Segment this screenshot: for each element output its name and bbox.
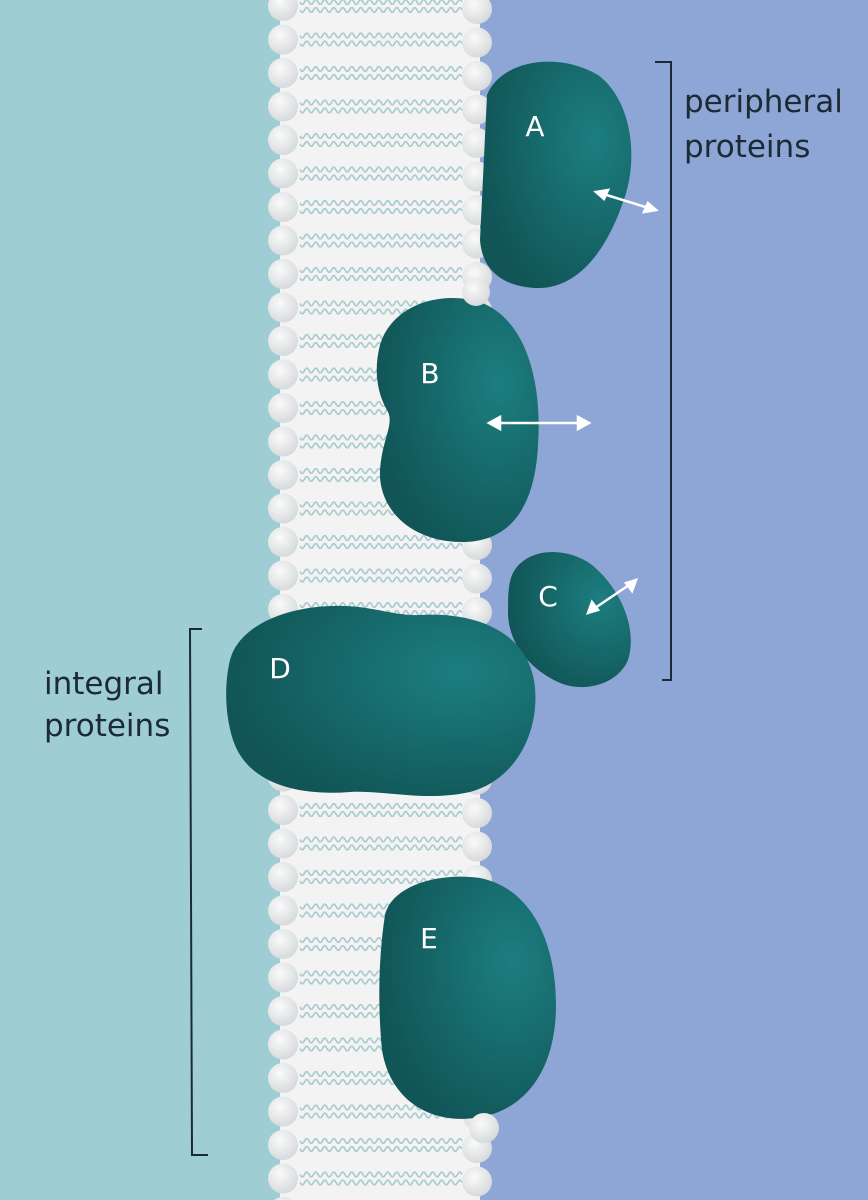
lipid-tail [299,1171,463,1178]
phospholipid-head [268,1163,298,1194]
phospholipid-head [462,831,492,862]
peripheral-label-line1: peripheral [684,84,843,120]
phospholipid-head [268,225,298,256]
arrow-c-icon [585,578,639,615]
phospholipid-head [462,278,490,306]
phospholipid-head [268,0,298,21]
phospholipid-head [268,125,298,155]
lipid-tail [299,241,463,248]
lipid-tail [299,65,463,73]
phospholipid-head [268,560,298,591]
lipid-tail [299,601,463,609]
phospholipid-head [268,91,298,122]
phospholipid-head [462,1166,492,1197]
lipid-tail [299,802,463,810]
phospholipid-head [268,996,298,1026]
lipid-tail [299,810,463,818]
phospholipid-head [268,929,298,959]
phospholipid-head [268,828,298,859]
lipid-tail [299,140,463,148]
lipid-tail [299,199,463,207]
phospholipid-head [268,493,298,524]
arrow-a-icon [593,188,659,214]
phospholipid-head [268,527,298,557]
protein-c [508,552,631,688]
lipid-tail [299,132,463,140]
protein-e-label: E [420,922,438,955]
lipid-tail [299,869,463,877]
phospholipid-head [469,1113,499,1143]
lipid-tail [299,166,463,173]
lipid-tail [299,40,463,47]
phospholipid-head [462,798,492,828]
arrow-b-icon [486,414,592,432]
lipid-tail [299,1179,463,1186]
lipid-tail [299,73,463,81]
phospholipid-head [268,1096,298,1127]
phospholipid-head [268,895,298,926]
phospholipid-head [268,862,298,892]
phospholipid-head [268,359,298,390]
protein-b [376,297,539,542]
protein-d [226,605,536,797]
lipid-tail [299,542,463,550]
phospholipid-head [462,27,492,58]
lipid-tail [299,576,463,583]
phospholipid-head [268,426,298,457]
phospholipid-head [462,0,492,24]
protein-c-label: C [538,580,558,613]
protein-b-label: B [420,357,439,390]
lipid-tail [299,6,463,14]
phospholipid-head [268,393,298,423]
phospholipid-head [268,292,298,323]
phospholipid-head [268,326,298,356]
lipid-tail [299,266,463,274]
protein-a-label: A [525,110,544,143]
extracellular-region [0,0,290,1200]
lipid-tail [299,568,463,575]
protein-e [379,876,556,1119]
peripheral-label-line2: proteins [684,129,810,165]
lipid-tail [299,1145,463,1153]
lipid-tail [299,99,463,106]
integral-label-line2: proteins [44,708,170,744]
phospholipid-head [274,1197,292,1200]
protein-a [480,61,632,289]
phospholipid-head [462,94,492,125]
lipid-tail [299,1112,463,1119]
lipid-tail [299,233,463,240]
peripheral-bracket [655,61,672,681]
phospholipid-head [268,24,298,55]
phospholipid-head [268,1130,298,1160]
phospholipid-head [268,58,298,88]
phospholipid-heads-left [268,0,298,1200]
phospholipid-head [462,563,492,594]
lipid-tail [299,836,463,843]
phospholipid-head [268,158,298,189]
integral-bracket [188,628,208,1156]
lipid-tail [299,1137,463,1145]
lipid-tail [299,207,463,215]
mobility-arrows [486,188,659,615]
lipid-tail [299,844,463,851]
lipid-tail [299,107,463,114]
lipid-tail [299,0,463,6]
phospholipid-head [268,259,298,289]
lipid-tail [299,174,463,181]
phospholipid-head [268,1063,298,1093]
lipid-tail [299,32,463,39]
phospholipid-head [268,795,298,825]
front-heads [462,278,499,1143]
phospholipid-head [268,1029,298,1060]
phospholipid-head [268,192,298,222]
phospholipid-head [268,962,298,993]
lipid-tail [299,274,463,282]
protein-d-label: D [269,652,291,685]
integral-label-line1: integral [44,666,164,702]
phospholipid-head [462,61,492,91]
phospholipid-head [268,460,298,490]
